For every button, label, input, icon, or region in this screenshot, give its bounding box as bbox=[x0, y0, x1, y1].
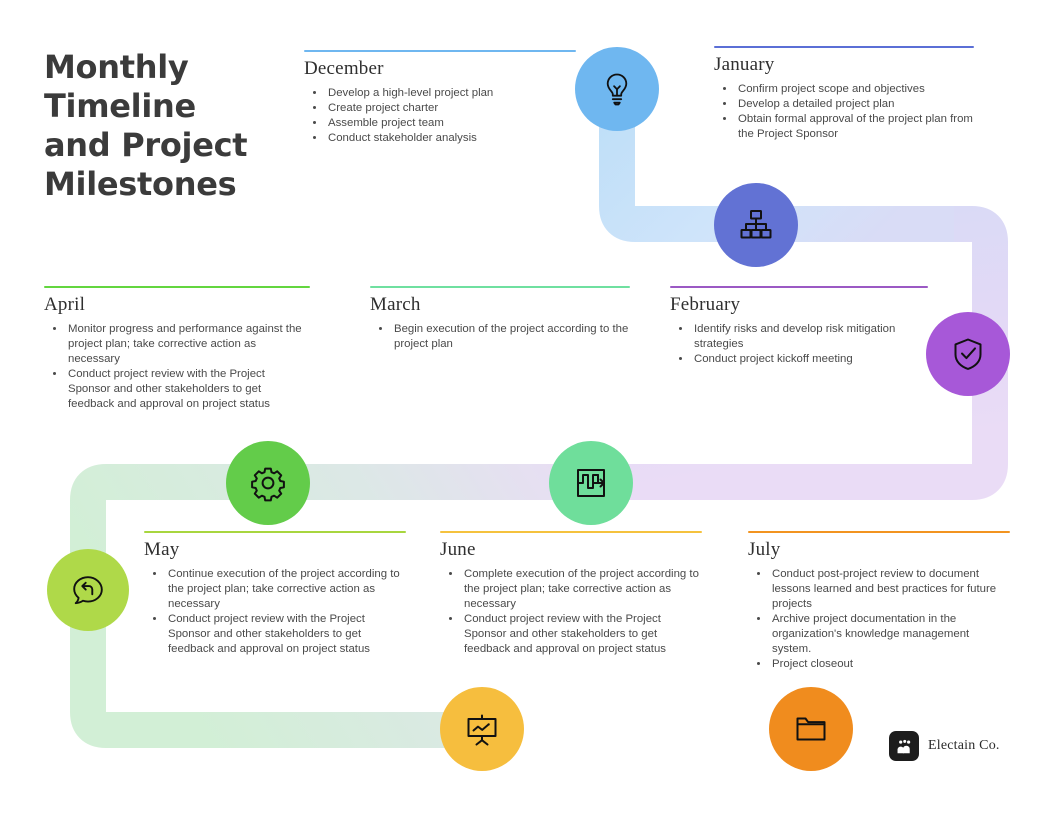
month-items-december: Develop a high-level project plan Create… bbox=[304, 86, 576, 146]
presentation-chart-icon bbox=[467, 714, 497, 746]
list-item: Begin execution of the project according… bbox=[392, 322, 630, 352]
speech-bubble-reply-icon bbox=[73, 576, 103, 605]
list-item: Create project charter bbox=[326, 101, 576, 116]
month-block-december: December Develop a high-level project pl… bbox=[304, 50, 576, 146]
month-rule-march bbox=[370, 286, 630, 288]
milestone-icon-maze bbox=[549, 441, 633, 525]
month-block-april: April Monitor progress and performance a… bbox=[44, 286, 310, 412]
list-item: Conduct stakeholder analysis bbox=[326, 131, 576, 146]
month-block-may: May Continue execution of the project ac… bbox=[144, 531, 406, 657]
milestone-icon-gear bbox=[226, 441, 310, 525]
month-items-july: Conduct post-project review to document … bbox=[748, 567, 1010, 672]
lightbulb-icon bbox=[606, 73, 628, 106]
list-item: Develop a high-level project plan bbox=[326, 86, 576, 101]
list-item: Project closeout bbox=[770, 657, 1010, 672]
month-rule-february bbox=[670, 286, 928, 288]
month-rule-december bbox=[304, 50, 576, 52]
month-items-february: Identify risks and develop risk mitigati… bbox=[670, 322, 928, 367]
month-rule-may bbox=[144, 531, 406, 533]
month-rule-january bbox=[714, 46, 974, 48]
month-block-july: July Conduct post-project review to docu… bbox=[748, 531, 1010, 672]
month-items-may: Continue execution of the project accord… bbox=[144, 567, 406, 657]
milestone-icon-reply bbox=[47, 549, 129, 631]
milestone-icon-orgchart bbox=[714, 183, 798, 267]
month-block-march: March Begin execution of the project acc… bbox=[370, 286, 630, 352]
month-items-june: Complete execution of the project accord… bbox=[440, 567, 702, 657]
month-title-march: March bbox=[370, 294, 421, 315]
list-item: Monitor progress and performance against… bbox=[66, 322, 310, 367]
list-item: Conduct project kickoff meeting bbox=[692, 352, 928, 367]
list-item: Archive project documentation in the org… bbox=[770, 612, 1010, 657]
month-title-may: May bbox=[144, 539, 180, 560]
month-rule-july bbox=[748, 531, 1010, 533]
people-group-icon bbox=[889, 731, 919, 761]
milestone-icon-presentation bbox=[440, 687, 524, 771]
list-item: Conduct project review with the Project … bbox=[166, 612, 406, 657]
shield-check-icon bbox=[954, 338, 982, 370]
milestone-icon-lightbulb bbox=[575, 47, 659, 131]
month-title-june: June bbox=[440, 539, 476, 560]
list-item: Develop a detailed project plan bbox=[736, 97, 974, 112]
month-title-february: February bbox=[670, 294, 741, 315]
month-items-january: Confirm project scope and objectives Dev… bbox=[714, 82, 974, 142]
list-item: Complete execution of the project accord… bbox=[462, 567, 702, 612]
month-items-april: Monitor progress and performance against… bbox=[44, 322, 310, 412]
month-block-june: June Complete execution of the project a… bbox=[440, 531, 702, 657]
month-title-december: December bbox=[304, 58, 384, 79]
month-title-july: July bbox=[748, 539, 781, 560]
month-rule-april bbox=[44, 286, 310, 288]
month-rule-june bbox=[440, 531, 702, 533]
list-item: Continue execution of the project accord… bbox=[166, 567, 406, 612]
gear-icon bbox=[251, 467, 285, 502]
list-item: Conduct project review with the Project … bbox=[462, 612, 702, 657]
month-items-march: Begin execution of the project according… bbox=[370, 322, 630, 352]
list-item: Conduct post-project review to document … bbox=[770, 567, 1010, 612]
milestone-icon-folder bbox=[769, 687, 853, 771]
month-block-january: January Confirm project scope and object… bbox=[714, 46, 974, 142]
list-item: Identify risks and develop risk mitigati… bbox=[692, 322, 928, 352]
milestone-icon-shield bbox=[926, 312, 1010, 396]
folder-icon bbox=[796, 717, 826, 741]
org-chart-icon bbox=[740, 210, 772, 239]
people-group-glyph bbox=[897, 739, 910, 753]
list-item: Obtain formal approval of the project pl… bbox=[736, 112, 974, 142]
month-title-april: April bbox=[44, 294, 86, 315]
list-item: Assemble project team bbox=[326, 116, 576, 131]
maze-path-arrow-icon bbox=[577, 469, 605, 497]
list-item: Conduct project review with the Project … bbox=[66, 367, 310, 412]
month-title-january: January bbox=[714, 54, 775, 75]
brand-logo: Electain Co. bbox=[889, 731, 1000, 761]
list-item: Confirm project scope and objectives bbox=[736, 82, 974, 97]
month-block-february: February Identify risks and develop risk… bbox=[670, 286, 928, 367]
brand-name: Electain Co. bbox=[928, 738, 1000, 753]
